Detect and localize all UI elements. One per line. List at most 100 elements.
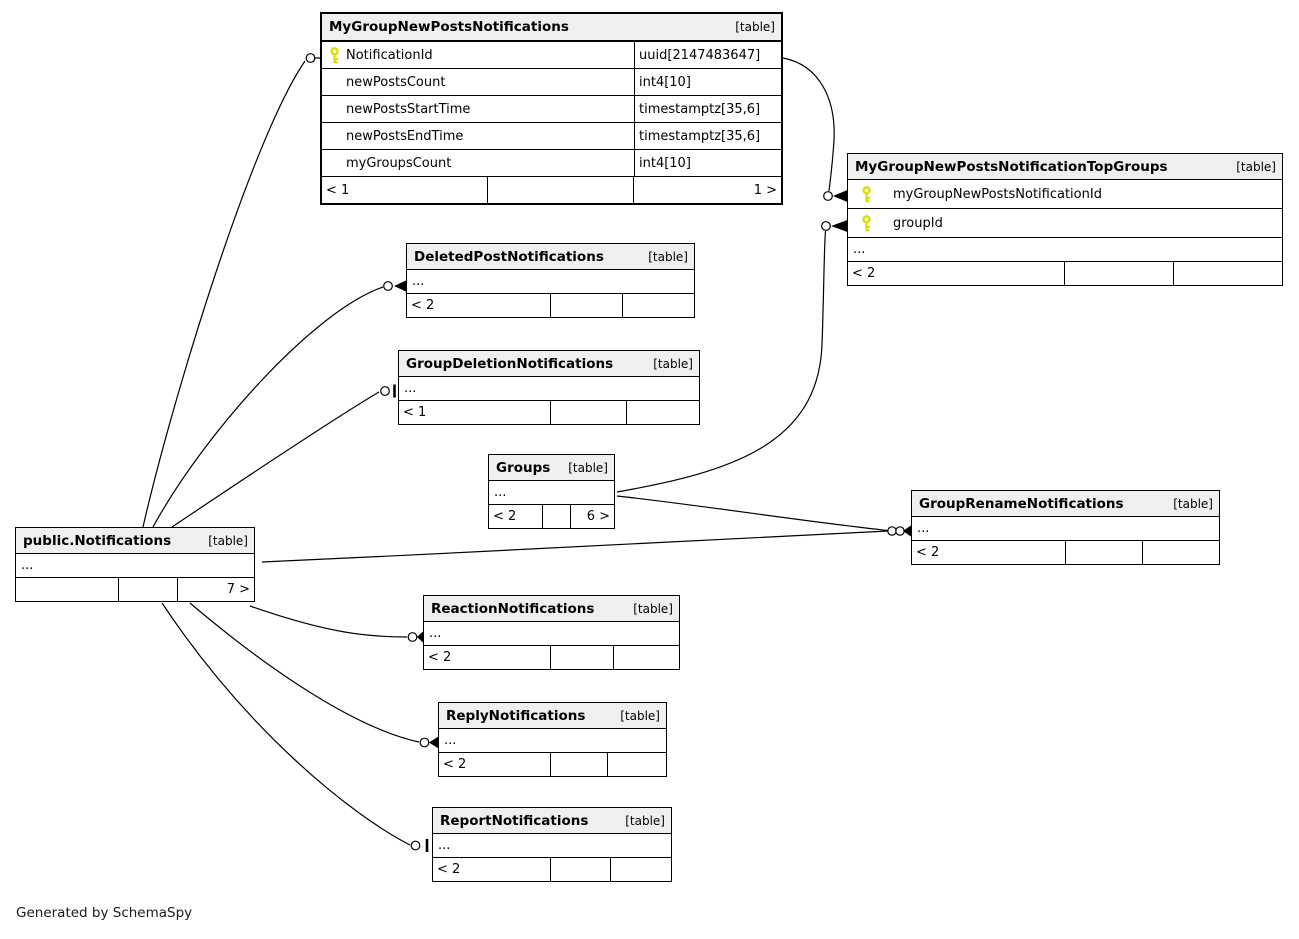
column-type: timestamptz[35,6]	[634, 123, 781, 149]
table-title[interactable]: GroupDeletionNotifications	[406, 355, 614, 372]
table-header: DeletedPostNotifications [table]	[407, 244, 694, 270]
footer-children-count: < 2	[443, 757, 467, 772]
table-deletedpostnotifications[interactable]: DeletedPostNotifications [table] ... < 2	[406, 243, 695, 318]
table-header: ReportNotifications [table]	[433, 808, 671, 834]
table-groupdeletionnotifications[interactable]: GroupDeletionNotifications [table] ... <…	[398, 350, 700, 425]
footer-middle	[550, 646, 613, 669]
rel-mygroupnewposts-topgroups	[782, 57, 848, 202]
table-title[interactable]: public.Notifications	[23, 532, 172, 549]
table-reactionnotifications[interactable]: ReactionNotifications [table] ... < 2	[423, 595, 680, 670]
rel-notifications-reply	[189, 602, 439, 749]
table-footer: < 2	[433, 858, 671, 881]
hidden-columns-ellipsis: ...	[399, 377, 699, 401]
hidden-columns-ellipsis: ...	[407, 270, 694, 294]
column-row: newPostsEndTime timestamptz[35,6]	[322, 123, 781, 150]
table-tag: [table]	[1173, 496, 1213, 511]
table-mygroupnewpostsnotifications[interactable]: MyGroupNewPostsNotifications [table] Not…	[320, 12, 783, 205]
hidden-columns-ellipsis: ...	[16, 554, 254, 578]
footer-middle	[550, 858, 610, 881]
column-row: groupId	[848, 209, 1282, 238]
table-footer: < 2 6 >	[489, 505, 614, 528]
footer-children-count: < 2	[428, 650, 452, 665]
footer-parents-count: 1 >	[633, 177, 781, 203]
footer-middle	[550, 753, 607, 776]
column-row: newPostsStartTime timestamptz[35,6]	[322, 96, 781, 123]
table-public-notifications[interactable]: public.Notifications [table] ... 7 >	[15, 527, 255, 602]
column-type: int4[10]	[634, 69, 781, 95]
footer-children-count: < 2	[916, 545, 940, 560]
footer-parents-count	[1173, 262, 1282, 285]
table-reportnotifications[interactable]: ReportNotifications [table] ... < 2	[432, 807, 672, 882]
footer-middle	[118, 578, 177, 601]
table-footer: < 2	[848, 262, 1282, 285]
table-header: Groups [table]	[489, 455, 614, 481]
rel-notifications-deletedpost	[152, 280, 407, 528]
table-footer: 7 >	[16, 578, 254, 601]
table-footer: < 2	[407, 294, 694, 317]
hidden-columns-ellipsis: ...	[489, 481, 614, 505]
column-name: groupId	[893, 215, 943, 231]
primary-key-icon	[861, 185, 872, 203]
table-header: GroupRenameNotifications [table]	[912, 491, 1219, 517]
rel-notifications-mygroupnewposts	[142, 53, 321, 528]
column-row: newPostsCount int4[10]	[322, 69, 781, 96]
footer-children-count: < 1	[403, 405, 427, 420]
table-title[interactable]: Groups	[496, 459, 551, 476]
table-footer: < 2	[912, 541, 1219, 564]
table-header: public.Notifications [table]	[16, 528, 254, 554]
footer-middle	[1065, 541, 1142, 564]
table-mygroupnewpostsnotificationtopgroups[interactable]: MyGroupNewPostsNotificationTopGroups [ta…	[847, 153, 1283, 286]
footer-parents-count: 6 >	[570, 505, 614, 528]
footer-children-count	[16, 578, 118, 601]
table-title[interactable]: ReplyNotifications	[446, 707, 586, 724]
rel-notifications-reaction	[249, 605, 424, 643]
footer-parents-count: 7 >	[177, 578, 254, 601]
table-header: ReactionNotifications [table]	[424, 596, 679, 622]
footer-children-count: < 1	[326, 182, 350, 198]
column-type: int4[10]	[634, 150, 781, 176]
table-groups[interactable]: Groups [table] ... < 2 6 >	[488, 454, 615, 529]
table-title[interactable]: ReportNotifications	[440, 812, 589, 829]
footer-parents-count	[622, 294, 694, 317]
table-title[interactable]: DeletedPostNotifications	[414, 248, 604, 265]
hidden-columns-ellipsis: ...	[848, 238, 1282, 262]
primary-key-icon	[322, 46, 346, 64]
table-title[interactable]: ReactionNotifications	[431, 600, 595, 617]
column-name: newPostsCount	[346, 74, 446, 90]
table-header: MyGroupNewPostsNotificationTopGroups [ta…	[848, 154, 1282, 180]
footer-middle	[550, 294, 622, 317]
footer-parents-count	[610, 858, 671, 881]
column-type: timestamptz[35,6]	[634, 96, 781, 122]
table-footer: < 1	[399, 401, 699, 424]
footer-parents-count	[1142, 541, 1219, 564]
table-tag: [table]	[735, 20, 775, 34]
footer-parents-count	[613, 646, 679, 669]
table-footer: < 2	[424, 646, 679, 669]
column-name: myGroupNewPostsNotificationId	[893, 186, 1102, 202]
column-name: newPostsEndTime	[346, 128, 464, 144]
table-grouprenamenotifications[interactable]: GroupRenameNotifications [table] ... < 2	[911, 490, 1220, 565]
table-tag: [table]	[625, 813, 665, 828]
table-header: ReplyNotifications [table]	[439, 703, 666, 729]
footer-parents-count	[607, 753, 666, 776]
table-title[interactable]: GroupRenameNotifications	[919, 495, 1124, 512]
footer-children-count: < 2	[437, 862, 461, 877]
footer-middle	[550, 401, 626, 424]
table-tag: [table]	[208, 533, 248, 548]
footer-middle	[487, 177, 633, 203]
table-title[interactable]: MyGroupNewPostsNotifications	[329, 19, 569, 35]
footer-parents-count	[626, 401, 699, 424]
table-title[interactable]: MyGroupNewPostsNotificationTopGroups	[855, 158, 1168, 175]
table-footer: < 2	[439, 753, 666, 776]
footer-middle	[542, 505, 570, 528]
table-replynotifications[interactable]: ReplyNotifications [table] ... < 2	[438, 702, 667, 777]
footer-children-count: < 2	[411, 298, 435, 313]
hidden-columns-ellipsis: ...	[439, 729, 666, 753]
generated-by-credit: Generated by SchemaSpy	[16, 905, 193, 921]
rel-groups-grouprename	[616, 495, 912, 537]
column-name: newPostsStartTime	[346, 101, 471, 117]
column-name: NotificationId	[346, 47, 433, 63]
column-row: myGroupNewPostsNotificationId	[848, 180, 1282, 209]
table-tag: [table]	[568, 460, 608, 475]
